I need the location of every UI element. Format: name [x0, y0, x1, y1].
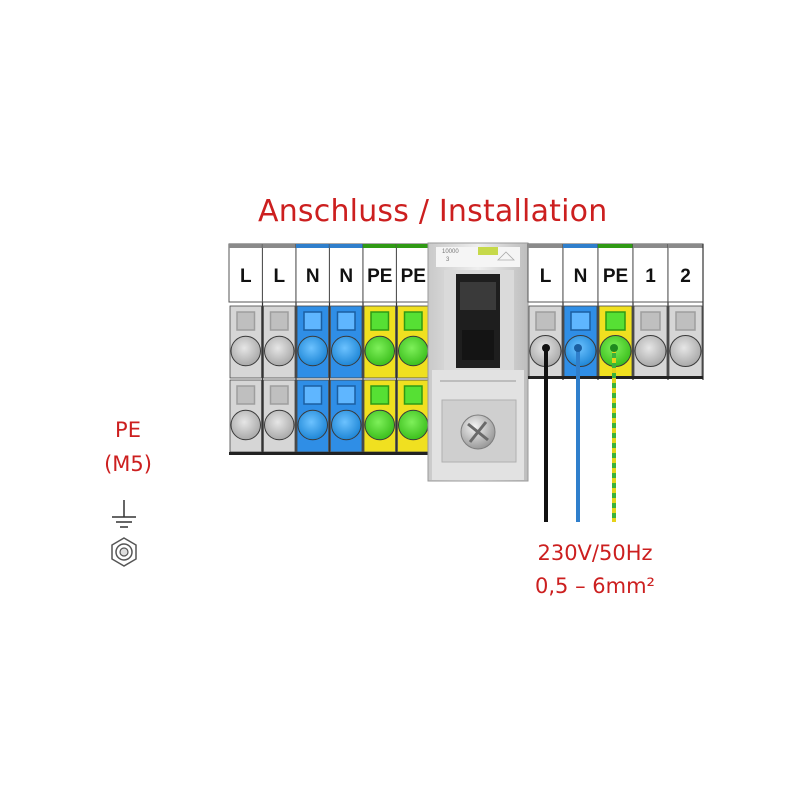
right-label-1: L: [540, 266, 552, 287]
circuit-breaker: 10000 3: [427, 242, 529, 482]
right-terminal-2[interactable]: N: [562, 243, 599, 380]
right-terminal-4[interactable]: 1: [632, 243, 669, 380]
m5-nut-icon: [111, 537, 137, 567]
supply-voltage: 230V/50Hz: [537, 541, 653, 565]
right-terminal-3[interactable]: PE: [597, 243, 634, 380]
left-terminal-2[interactable]: L: [262, 243, 297, 454]
right-terminal-5[interactable]: 2: [667, 243, 704, 380]
left-terminal-4[interactable]: N: [329, 243, 364, 454]
left-terminal-3[interactable]: N: [295, 243, 331, 454]
left-label-6: PE: [401, 266, 426, 287]
right-label-5: 2: [680, 266, 691, 287]
left-terminal-1[interactable]: L: [228, 243, 264, 454]
breaker-marking: 10000: [442, 249, 459, 255]
left-label-1: L: [240, 266, 252, 287]
left-terminal-6[interactable]: PE: [396, 243, 431, 454]
left-label-2: L: [273, 266, 285, 287]
left-label-3: N: [306, 266, 320, 287]
diagram-title: Anschluss / Installation: [258, 194, 608, 229]
breaker-marking-sub: 3: [446, 257, 450, 263]
right-label-2: N: [574, 266, 588, 287]
right-label-4: 1: [645, 266, 656, 287]
right-terminal-block: L N PE 1 2: [527, 243, 704, 380]
pe-ground-sublabel: (M5): [104, 452, 152, 476]
left-terminal-5[interactable]: PE: [362, 243, 398, 454]
left-label-5: PE: [367, 266, 392, 287]
left-label-4: N: [339, 266, 353, 287]
supply-wires: [542, 344, 618, 522]
pe-ground-label: PE: [115, 418, 141, 442]
right-label-3: PE: [603, 266, 628, 287]
supply-cross-section: 0,5 – 6mm²: [535, 574, 655, 598]
ground-icon: [112, 500, 136, 528]
